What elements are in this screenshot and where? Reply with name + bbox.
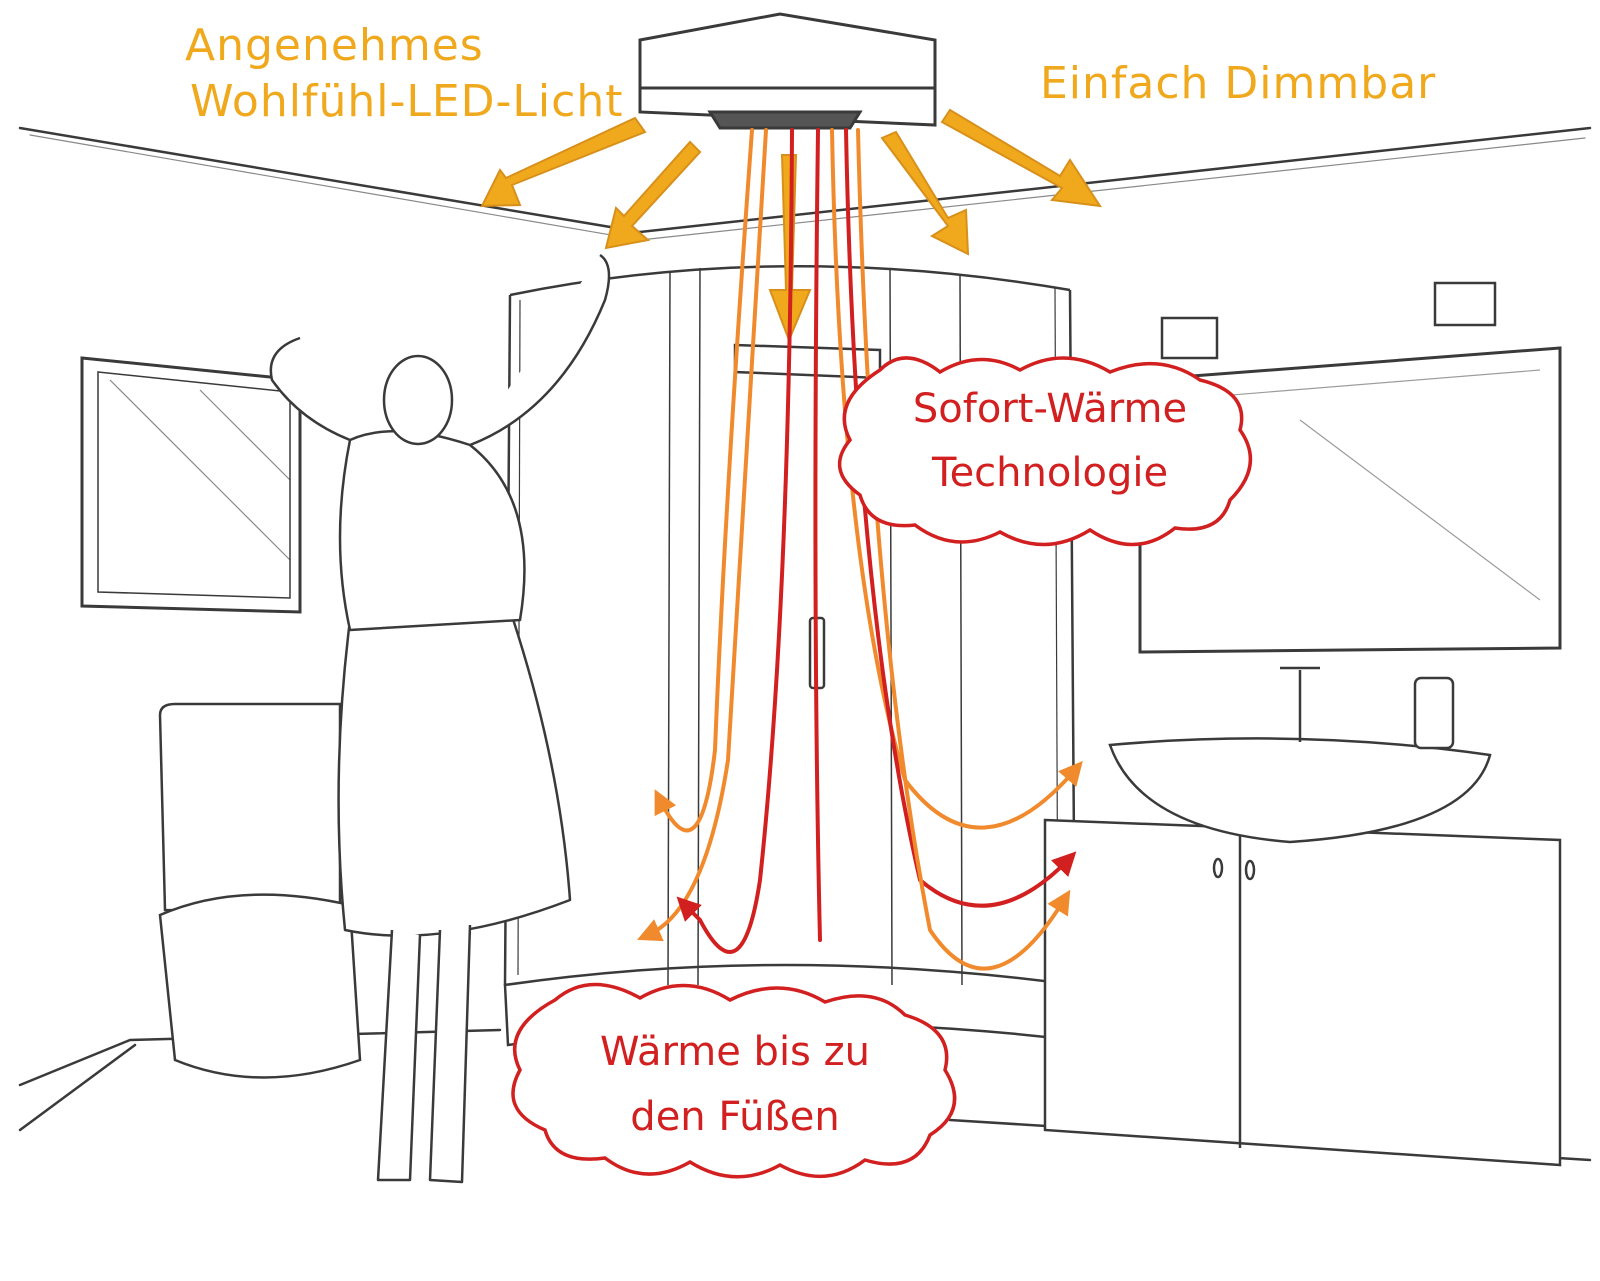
- light-arrow-upper-right: [940, 108, 1103, 208]
- label-heat-feet-line2: den Füßen: [630, 1094, 840, 1140]
- woman-in-bathrobe: [269, 253, 611, 1184]
- sink-cabinet: [1043, 666, 1562, 1167]
- label-led-light-line2: Wohlfühl-LED-Licht: [190, 76, 624, 127]
- heat-stream-orange-left-2: [637, 128, 768, 942]
- ceiling-heater: [638, 12, 937, 130]
- light-arrows: [480, 108, 1103, 343]
- heat-stream-red-center: [813, 128, 822, 942]
- label-instant-heat-line2: Technologie: [931, 450, 1169, 496]
- light-arrow-upper-left: [480, 116, 647, 208]
- cloud-instant-heat: [837, 356, 1253, 547]
- toilet: [158, 702, 362, 1079]
- label-heat-feet-line1: Wärme bis zu: [600, 1029, 870, 1075]
- light-arrow-lower-left: [604, 140, 702, 250]
- label-dimmable: Einfach Dimmbar: [1040, 58, 1437, 109]
- wall-mirror-left: [80, 356, 302, 614]
- heat-stream-red-left: [676, 128, 794, 954]
- wall-lamps: [1160, 281, 1497, 360]
- heat-streams: [637, 128, 1083, 971]
- heat-stream-red-right: [844, 128, 1077, 908]
- light-arrow-lower-right: [880, 130, 970, 256]
- cloud-heat-feet: [511, 982, 957, 1179]
- label-led-light-line1: Angenehmes: [185, 20, 484, 71]
- heat-stream-orange-left-1: [654, 128, 754, 833]
- heat-stream-orange-right-2: [856, 128, 1071, 971]
- label-instant-heat-line1: Sofort-Wärme: [912, 386, 1188, 432]
